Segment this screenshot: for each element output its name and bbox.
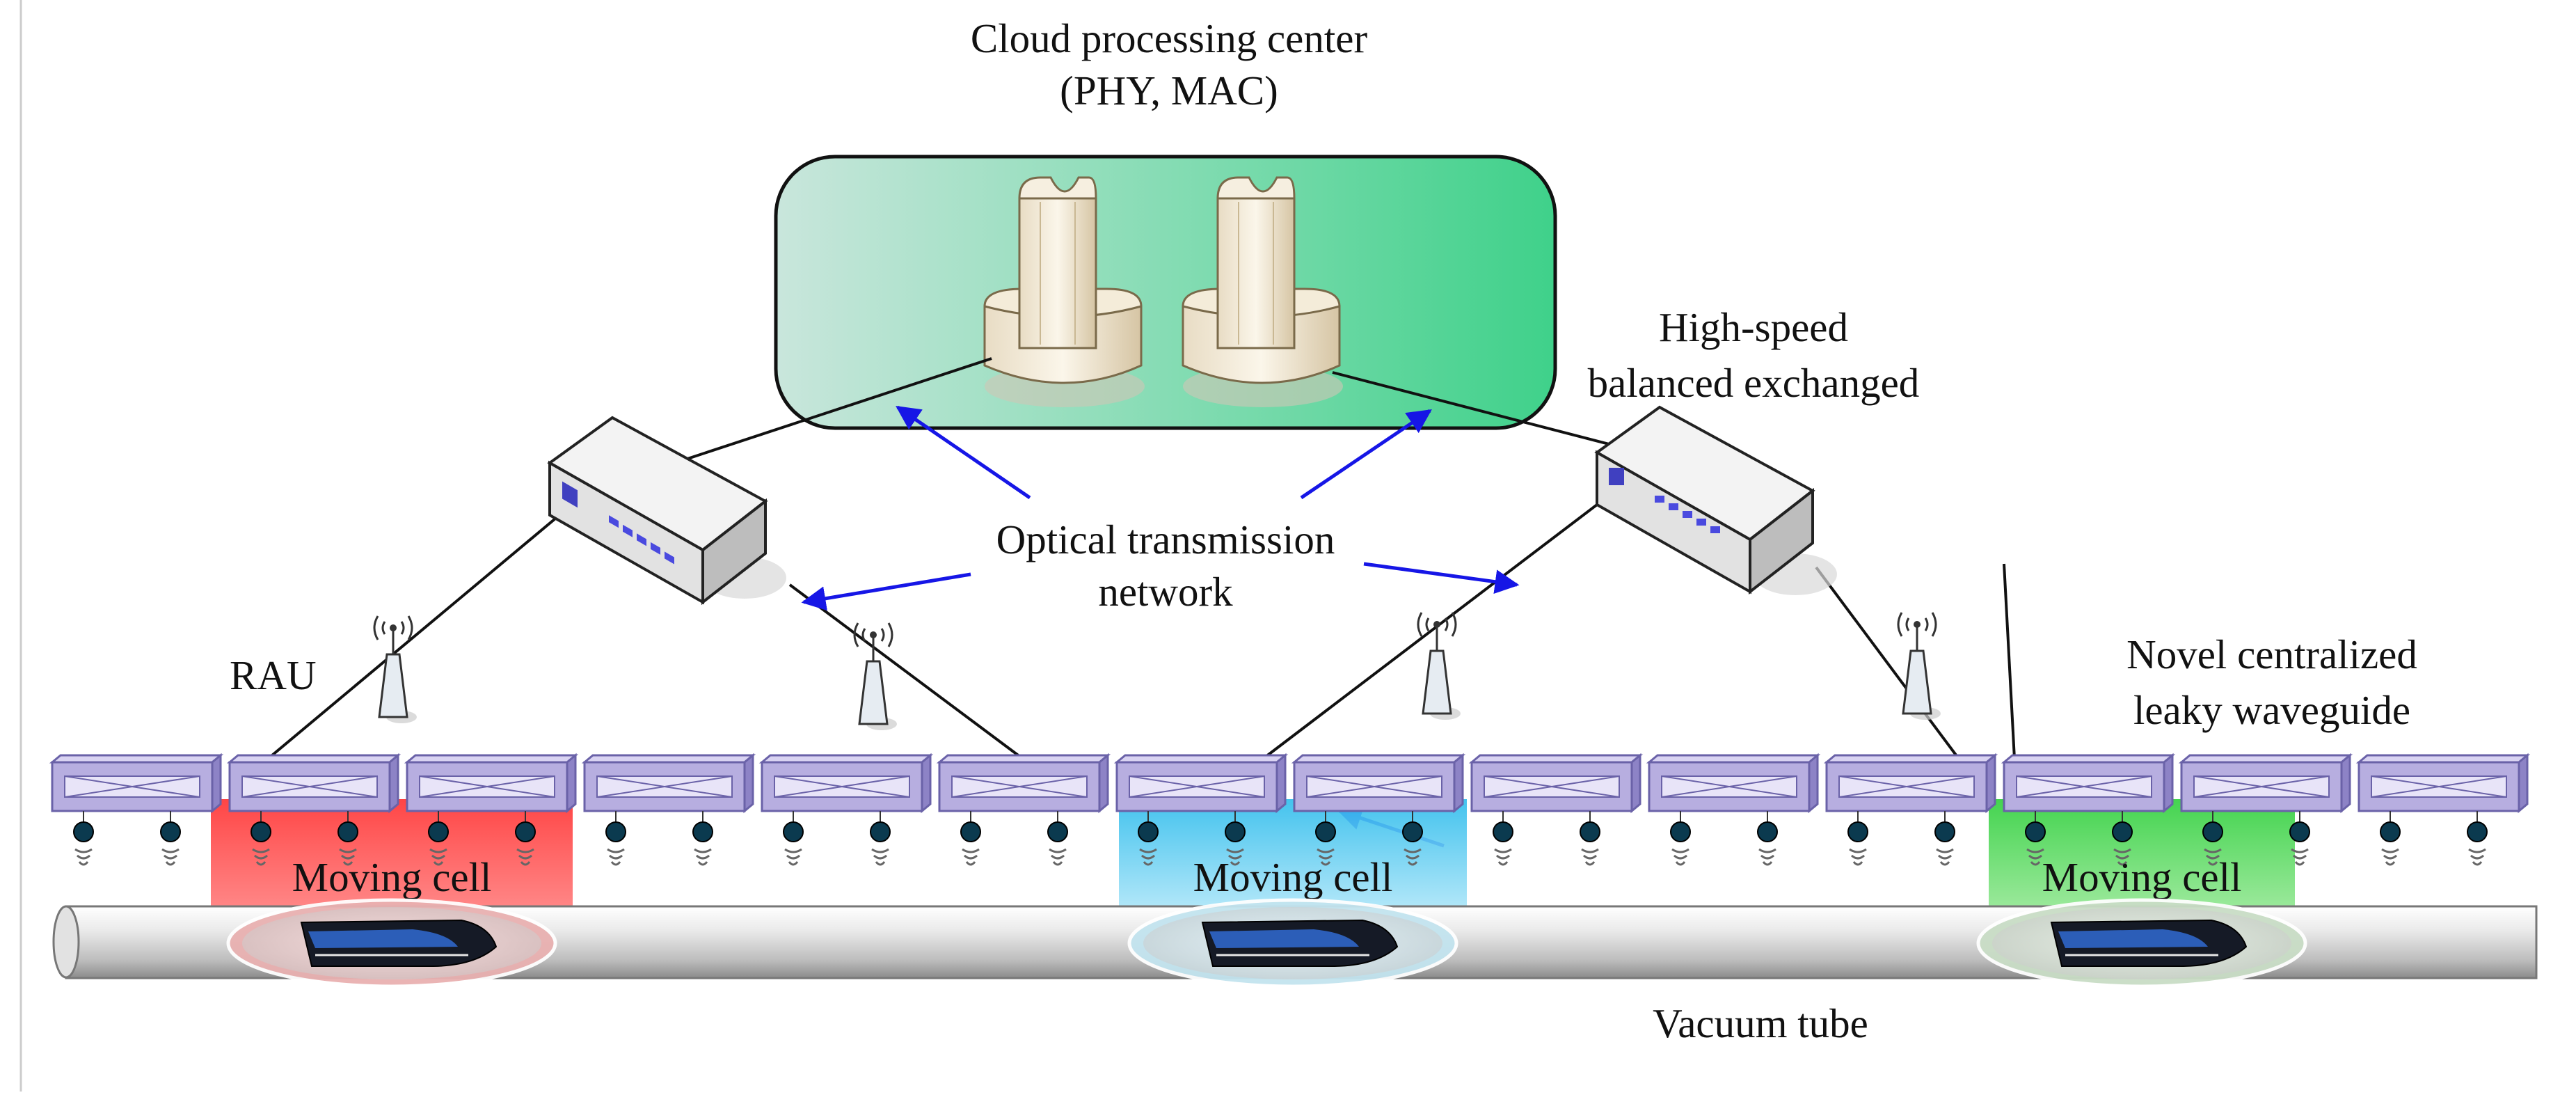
vacuum-tube-label: Vacuum tube	[1653, 1000, 1868, 1046]
moving-cell-blue	[1119, 799, 1467, 907]
radiating-element-icon	[2112, 811, 2133, 866]
arrow-to-left-switch-line	[801, 572, 971, 611]
moving-cell-label-blue: Moving cell	[1193, 854, 1393, 900]
moving-cell-green	[1989, 799, 2295, 907]
radiating-element-icon	[428, 811, 449, 866]
radiating-element-icon	[870, 811, 891, 866]
arrow-to-tower-1	[896, 405, 1031, 500]
radiating-element-icon	[1493, 811, 1513, 866]
radiating-element-icon	[1225, 811, 1246, 866]
leaky-waveguide	[49, 753, 2531, 866]
radiating-element-icon	[1047, 811, 1068, 866]
arrow-to-tower-2	[1300, 409, 1432, 500]
waveguide-segment	[2355, 753, 2531, 814]
waveguide-segment	[404, 753, 579, 814]
server-tower-icon	[1182, 176, 1343, 407]
cloud-processing-center: Cloud processing center (PHY, MAC)	[774, 15, 1557, 430]
waveguide-segment	[2178, 753, 2353, 814]
moving-cell-red	[211, 799, 573, 907]
radiating-element-icon	[2467, 811, 2488, 866]
switch-label-line1: High-speed	[1659, 304, 1848, 350]
waveguide-segment	[1646, 753, 1821, 814]
radiating-element-icon	[605, 811, 626, 866]
train-icon	[226, 898, 557, 988]
cloud-box	[774, 155, 1557, 430]
trains	[226, 898, 2307, 988]
radiating-element-icon	[1580, 811, 1600, 866]
radiating-element-icon	[1315, 811, 1336, 866]
antenna-icon	[373, 615, 417, 723]
fiber-links	[267, 357, 2016, 760]
network-switch-icon	[1594, 405, 1837, 595]
cloud-title-line1: Cloud processing center	[971, 15, 1368, 61]
waveguide-segment	[2001, 753, 2176, 814]
train-icon	[1976, 898, 2307, 988]
rau-antennas	[373, 612, 1941, 730]
waveguide-segment	[1823, 753, 1998, 814]
train-icon	[1127, 898, 1458, 988]
radiating-element-icon	[337, 811, 358, 866]
waveguide-segment	[1291, 753, 1466, 814]
waveguide-label-line2: leaky waveguide	[2133, 687, 2410, 733]
radiating-element-icon	[1670, 811, 1691, 866]
network-switch-icon	[547, 416, 786, 606]
waveguide-segment	[49, 753, 224, 814]
radiating-element-icon	[1757, 811, 1778, 866]
radiating-element-icon	[73, 811, 94, 866]
radiating-element-icon	[251, 811, 271, 866]
radiating-element-icon	[1847, 811, 1868, 866]
radiating-element-icon	[515, 811, 536, 866]
optical-label-line1: Optical transmission	[996, 517, 1335, 562]
switch-label-line2: balanced exchanged	[1588, 360, 1920, 406]
waveguide-segment	[1113, 753, 1289, 814]
waveguide-segment	[226, 753, 401, 814]
waveguide-segment	[1468, 753, 1644, 814]
antenna-icon	[853, 622, 897, 730]
radiating-element-icon	[2380, 811, 2401, 866]
radiating-element-icon	[692, 811, 713, 866]
optical-label-line2: network	[1098, 569, 1233, 615]
radiating-element-icon	[2289, 811, 2310, 866]
radiating-element-icon	[1138, 811, 1159, 866]
arrow-to-right-switch-line	[1363, 562, 1520, 594]
cloud-title-line2: (PHY, MAC)	[1060, 68, 1278, 113]
moving-cell-label-red: Moving cell	[292, 854, 492, 900]
waveguide-segment	[581, 753, 756, 814]
server-tower-icon	[983, 176, 1145, 407]
radiating-element-icon	[783, 811, 804, 866]
rau-label: RAU	[230, 652, 317, 698]
waveguide-segment	[936, 753, 1111, 814]
waveguide-label-line1: Novel centralized	[2126, 631, 2417, 677]
antenna-icon	[1417, 612, 1461, 720]
radiating-element-icon	[1402, 811, 1423, 866]
waveguide-segment	[758, 753, 934, 814]
radiating-element-icon	[2025, 811, 2046, 866]
moving-cell-label-green: Moving cell	[2042, 854, 2242, 900]
radiating-element-icon	[1934, 811, 1955, 866]
radiating-element-icon	[960, 811, 981, 866]
radiating-element-icon	[2202, 811, 2223, 866]
radiating-element-icon	[160, 811, 181, 866]
antenna-icon	[1897, 612, 1941, 720]
